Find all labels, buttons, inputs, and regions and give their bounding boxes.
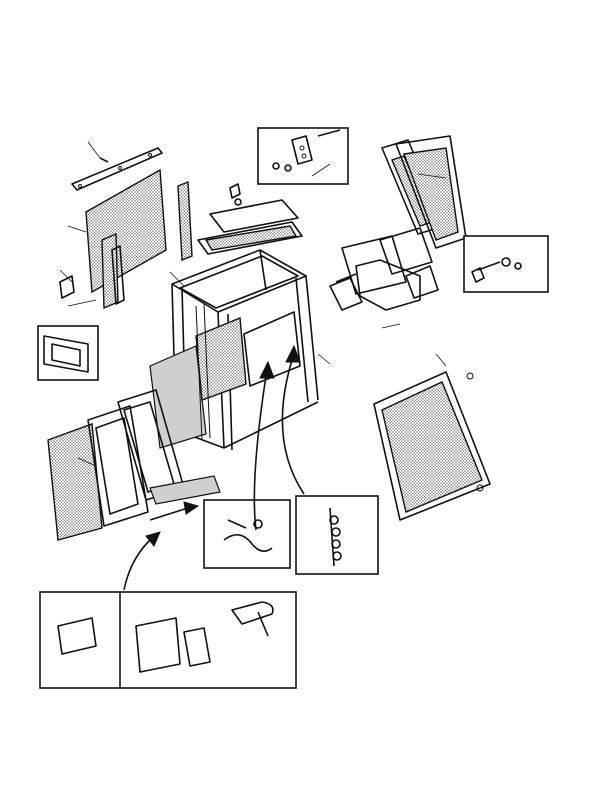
lamp-bracket [329,259,439,311]
inset-door-handle-detail [463,235,549,293]
inset-hose-clamp-detail [203,499,291,569]
front-door-frames [47,389,221,541]
inset-hinge-handle-detail [39,591,297,689]
cab-frame [149,249,319,451]
left-side-panel [59,168,167,310]
leader-lines [67,163,447,467]
top-mounting-bar [71,141,163,191]
roof-hatch [197,183,303,255]
inset-bolt-stack-detail [295,495,379,575]
inset-window-latch-detail [37,325,99,381]
corner-post-strip [177,180,193,262]
pointer-arrows [123,344,305,591]
inset-latch-detail [257,127,349,185]
right-large-screen-panel [373,371,491,521]
